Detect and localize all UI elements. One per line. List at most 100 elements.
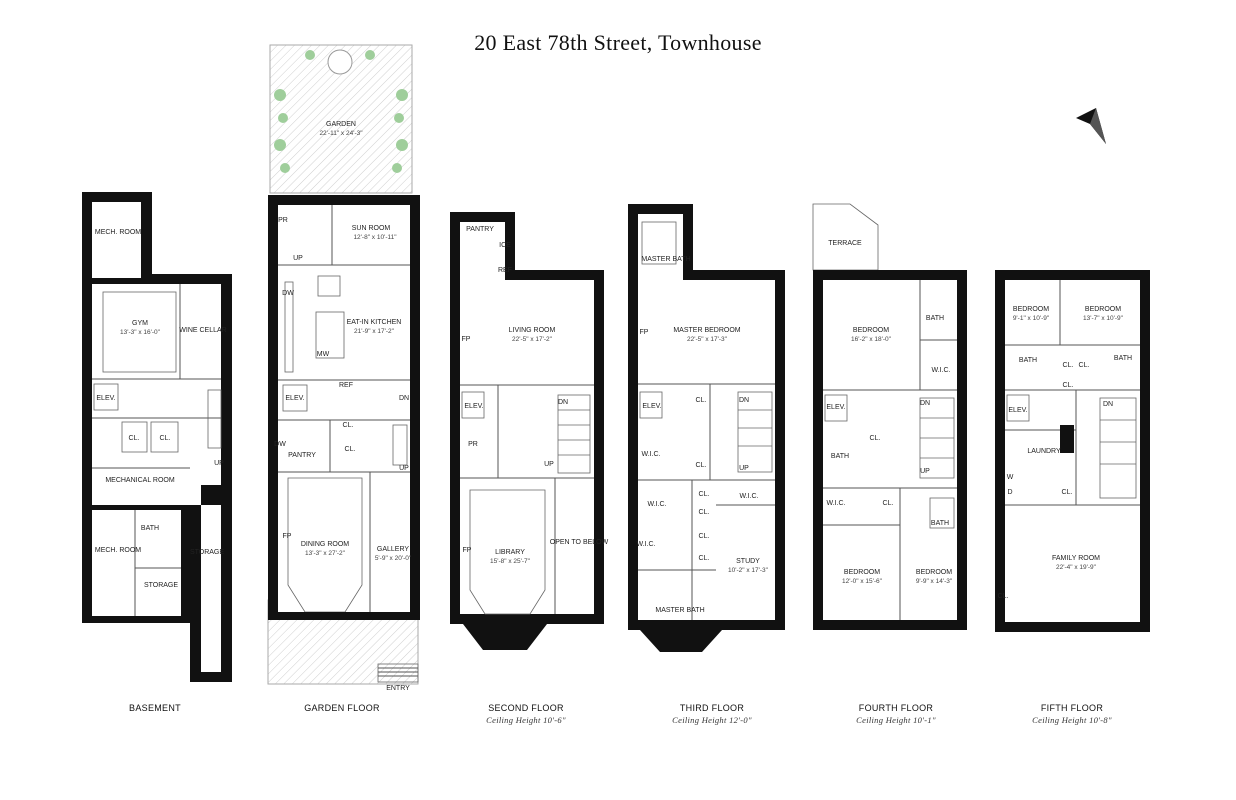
ceiling-height: Ceiling Height 10'-8" — [1032, 715, 1112, 725]
room-label: D — [1007, 489, 1012, 496]
north-arrow-icon — [1076, 108, 1106, 144]
room-label: DN — [399, 395, 409, 402]
room-label: REF — [498, 267, 512, 274]
basement-plan — [82, 192, 232, 682]
room-label: MECHANICAL ROOM — [105, 477, 175, 484]
floor-name: FIFTH FLOOR — [1041, 703, 1103, 713]
room-label: CL. — [1063, 362, 1074, 369]
room-label: CL. — [883, 500, 894, 507]
room-dim: 13'-3" x 16'-0" — [120, 329, 161, 336]
room-label: CL. — [345, 446, 356, 453]
room-label: CL. — [1062, 489, 1073, 496]
room-label: MASTER BATH — [655, 607, 704, 614]
room-label: MASTER BATH — [641, 256, 690, 263]
room-label: CL. — [870, 435, 881, 442]
room-label: W.I.C. — [641, 451, 660, 458]
room-label: BEDROOM — [1085, 306, 1121, 313]
room-label: FP — [463, 547, 472, 554]
ceiling-height: Ceiling Height 10'-1" — [856, 715, 936, 725]
room-label: DN — [920, 400, 930, 407]
room-label: GYM — [132, 320, 148, 327]
room-label: DW — [274, 441, 286, 448]
room-dim: 16'-2" x 18'-0" — [851, 336, 892, 343]
third-floor-plan — [628, 204, 785, 652]
room-label: MW — [317, 351, 330, 358]
room-label: UP — [920, 468, 930, 475]
room-dim: 13'-7" x 10'-9" — [1083, 315, 1124, 322]
room-label: BATH — [141, 525, 159, 532]
room-label: LIVING ROOM — [509, 327, 556, 334]
garden-floor-plan — [267, 44, 420, 685]
room-label: SUN ROOM — [352, 225, 391, 232]
ceiling-height: Ceiling Height 10'-6" — [486, 715, 566, 725]
room-label: ELEV. — [464, 403, 483, 410]
room-label: BEDROOM — [844, 569, 880, 576]
room-label: GARDEN — [326, 121, 356, 128]
room-dim: 9'-1" x 10'-9" — [1013, 315, 1050, 322]
room-label: CL. — [129, 435, 140, 442]
room-label: ELEV. — [826, 404, 845, 411]
room-label: BATH — [1019, 357, 1037, 364]
page-title: 20 East 78th Street, Townhouse — [474, 30, 762, 55]
room-label: UP — [399, 465, 409, 472]
second-floor-plan — [450, 212, 604, 650]
room-label: PANTRY — [288, 452, 316, 459]
room-label: DN — [558, 399, 568, 406]
room-label: DN — [739, 397, 749, 404]
room-dim: 12'-0" x 15'-6" — [842, 578, 883, 585]
room-label: MECH. ROOM — [95, 547, 141, 554]
fourth-floor-plan — [812, 203, 967, 630]
room-dim: 22'-11" x 24'-3" — [319, 130, 363, 137]
room-label: DN — [1103, 401, 1113, 408]
room-label: BEDROOM — [853, 327, 889, 334]
room-label: CL. — [1063, 382, 1074, 389]
room-label: FP — [283, 533, 292, 540]
room-label: STORAGE — [190, 549, 224, 556]
room-label: FAMILY ROOM — [1052, 555, 1100, 562]
room-label: W.I.C. — [739, 493, 758, 500]
room-dim: 21'-9" x 17'-2" — [354, 328, 395, 335]
floor-name: SECOND FLOOR — [488, 703, 564, 713]
room-label: ICE — [499, 242, 511, 249]
room-label: PANTRY — [466, 226, 494, 233]
room-dim: 22'-5" x 17'-2" — [512, 336, 553, 343]
room-label: STORAGE — [144, 582, 178, 589]
room-label: CL. — [699, 491, 710, 498]
room-label: UP — [214, 460, 224, 467]
room-label: DINING ROOM — [301, 541, 349, 548]
room-label: MASTER BEDROOM — [673, 327, 740, 334]
room-dim: 9'-9" x 14'-3" — [916, 578, 953, 585]
fifth-floor-plan — [995, 270, 1150, 632]
room-dim: 22'-4" x 19'-9" — [1056, 564, 1097, 571]
room-label: W — [1007, 474, 1014, 481]
room-label: DW — [282, 290, 294, 297]
room-label: W.I.C. — [826, 500, 845, 507]
room-dim: 5'-9" x 20'-0" — [375, 555, 412, 562]
floor-name: FOURTH FLOOR — [859, 703, 934, 713]
room-label: BATH — [926, 315, 944, 322]
room-label: ELEV. — [642, 403, 661, 410]
room-label: UP — [293, 255, 303, 262]
room-label: GALLERY — [377, 546, 409, 553]
room-label: WINE CELLAR — [179, 327, 226, 334]
room-label: W.I.C. — [636, 541, 655, 548]
room-label: ELEV. — [1008, 407, 1027, 414]
room-label: FP — [640, 329, 649, 336]
room-dim: 15'-8" x 25'-7" — [490, 558, 531, 565]
room-label: PR — [278, 217, 288, 224]
room-label: LAUNDRY — [1027, 448, 1061, 455]
room-label: STUDY — [736, 558, 760, 565]
room-label: CL. — [699, 533, 710, 540]
room-label: MECH. ROOM — [95, 229, 141, 236]
room-label: CL. — [696, 462, 707, 469]
room-dim: 12'-8" x 10'-11" — [353, 234, 397, 241]
floor-name: THIRD FLOOR — [680, 703, 745, 713]
room-label: CL. — [998, 593, 1009, 600]
room-label: ELEV. — [285, 395, 304, 402]
room-label: FP — [462, 336, 471, 343]
room-label: W.I.C. — [647, 501, 666, 508]
room-label: CL. — [160, 435, 171, 442]
floor-name: GARDEN FLOOR — [304, 703, 380, 713]
room-label: UP — [739, 465, 749, 472]
